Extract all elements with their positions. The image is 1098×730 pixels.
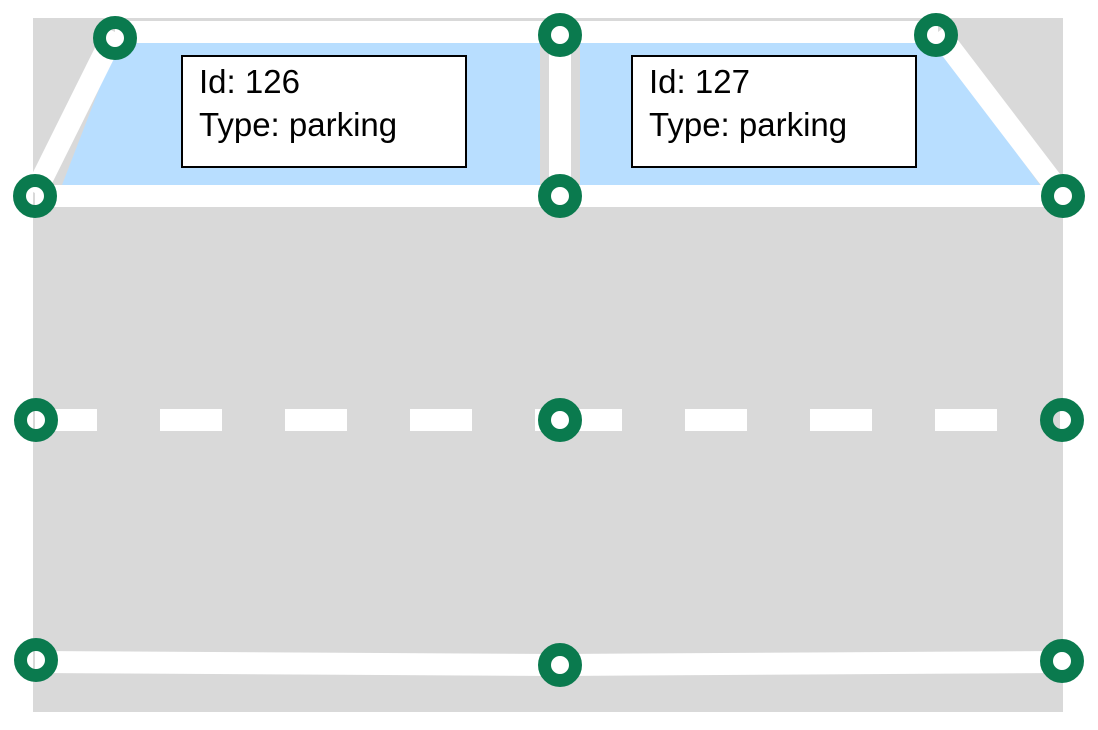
node-top-left-upper[interactable] (93, 16, 137, 60)
bottom-lane-boundary-right (559, 651, 1064, 676)
lane-markings-layer (25, 21, 1072, 676)
node-center-center-divider[interactable] (538, 398, 582, 442)
parking-label-id-126: Id: 126 (199, 63, 300, 100)
top-left-boundary-diagonal (25, 27, 125, 198)
parking-label-type-127: Type: parking (649, 105, 848, 143)
node-left-bottom[interactable] (14, 638, 58, 682)
node-right-center-divider[interactable] (1040, 398, 1084, 442)
parking-label-id-127: Id: 127 (649, 63, 750, 100)
node-center-bottom[interactable] (538, 643, 582, 687)
node-handles-layer[interactable] (13, 13, 1085, 687)
top-right-boundary-diagonal (929, 25, 1072, 203)
node-center-parking-lower[interactable] (538, 174, 582, 218)
bottom-lane-boundary-left (34, 651, 561, 676)
parking-info-label-127[interactable]: Id: 127 Type: parking (631, 55, 917, 168)
parking-info-label-126[interactable]: Id: 126 Type: parking (181, 55, 467, 168)
parking-label-type-126: Type: parking (199, 105, 398, 143)
node-right-parking-lower[interactable] (1041, 174, 1085, 218)
node-top-center-upper[interactable] (538, 13, 582, 57)
node-left-center-divider[interactable] (14, 398, 58, 442)
node-right-bottom[interactable] (1040, 639, 1084, 683)
node-top-right-upper[interactable] (914, 13, 958, 57)
node-left-parking-lower[interactable] (13, 174, 57, 218)
